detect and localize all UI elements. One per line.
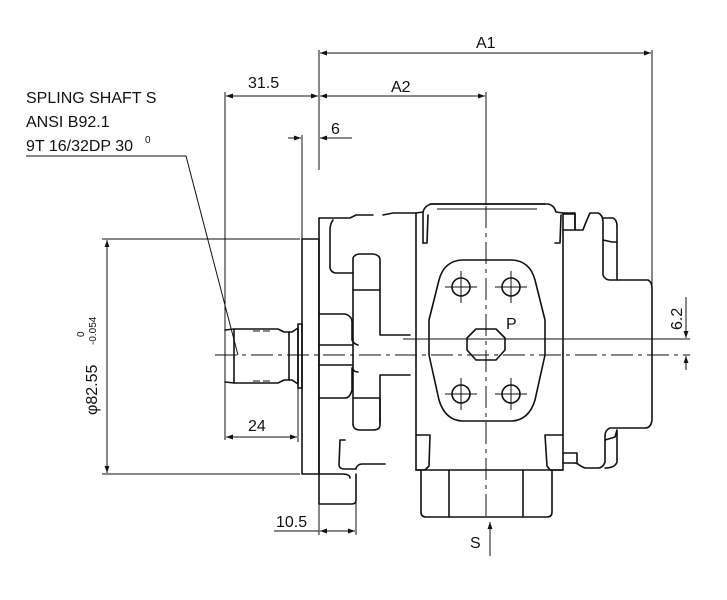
suction-port-label: S [470,535,481,552]
front-cover-top [318,212,417,471]
rear-cover-top-step [562,213,576,231]
bearing-pocket-lower [352,397,381,431]
cover-recess-lower [338,439,386,470]
bearing-pocket-upper [352,253,381,291]
cover-recess-upper [329,219,354,274]
shaft-outline [224,327,299,385]
shaft-spec-note: SPLING SHAFT S ANSI B92.1 9T 16/32DP 30 … [26,90,239,356]
body-upper-lugs [422,214,562,244]
seal-pocket-upper [318,313,359,346]
body-outline [422,203,564,471]
pilot-tolerance-upper: 0 [76,331,87,337]
d24-label: 24 [248,418,266,435]
d6-label: 6 [331,121,340,138]
dimension-a2: A2 [320,79,487,205]
note-line-2: ANSI B92.1 [26,114,110,131]
dimension-10-5: 10.5 [274,478,357,535]
d31-5-label: 31.5 [248,75,279,92]
a1-label: A1 [476,35,496,52]
body-left-flange [415,211,431,471]
dimension-pilot-diameter: φ82.55 0 -0.054 [76,238,300,475]
dimension-24: 24 [226,384,299,442]
flange-plate [301,238,320,475]
note-line-3: 9T 16/32DP 30 [26,138,133,155]
dimension-31-5: 31.5 [224,75,318,440]
d6-2-label: 6.2 [669,308,686,330]
note-degree-superscript: 0 [145,135,151,146]
pressure-port-bore [466,328,506,361]
pressure-port-flange [428,259,546,422]
rear-cover-outline [562,212,653,469]
dimension-a1: A1 [318,35,653,300]
note-line-1: SPLING SHAFT S [26,90,156,107]
dimension-6-2: 6.2 [669,297,689,370]
pilot-diameter-label: φ82.55 [84,364,101,415]
rear-cover-bottom-step [562,452,578,464]
mounting-flange [301,238,320,475]
suction-port-indicator: S [470,522,493,556]
front-cover [318,212,417,505]
pressure-port-label: P [506,316,517,333]
pump-body: P [415,203,653,518]
bearing-bore [352,289,411,424]
rear-cover-top-detail [602,217,618,281]
spline-shaft [224,323,303,389]
d10-5-label: 10.5 [276,514,307,531]
pilot-tolerance-lower: -0.054 [88,316,99,345]
rear-cover-bottom-detail [604,429,618,469]
front-cover-outline [318,217,357,505]
note-leader-line [26,155,239,356]
cover-lower-step [318,473,351,479]
seal-pocket-lower [318,364,359,399]
center-lines [215,170,690,520]
suction-port-boss [420,469,553,518]
a2-label: A2 [391,79,411,96]
